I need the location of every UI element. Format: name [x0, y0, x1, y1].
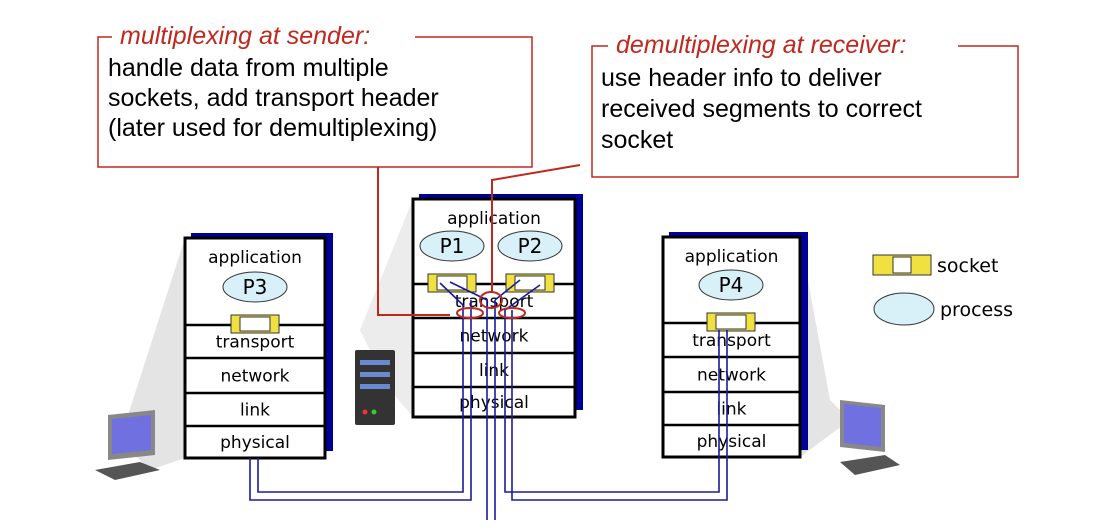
layer-network: network — [459, 327, 528, 347]
right-host-cone — [800, 237, 850, 457]
sender-callout-title: multiplexing at sender: — [120, 22, 370, 50]
process-ellipse — [497, 230, 563, 262]
sender-callout: multiplexing at sender: handle data from… — [97, 22, 533, 168]
layer-physical: physical — [459, 393, 529, 413]
layer-transport: transport — [216, 333, 295, 353]
legend-socket-label: socket — [937, 255, 998, 277]
left-protocol-stack: application transport network link physical P… — [183, 233, 333, 460]
process-label: P3 — [243, 275, 268, 299]
layer-link: link — [716, 400, 746, 420]
layer-network: network — [697, 366, 766, 386]
server-cone — [360, 199, 413, 417]
layer-network: network — [220, 367, 289, 387]
process-ellipse — [222, 271, 288, 303]
process-label: P4 — [719, 273, 744, 297]
left-computer-icon — [95, 410, 160, 480]
receiver-callout-title: demultiplexing at receiver: — [616, 31, 906, 59]
legend-socket-icon — [872, 254, 932, 276]
process-label: P1 — [440, 234, 465, 258]
receiver-callout: demultiplexing at receiver: use header i… — [591, 31, 1019, 178]
wires — [249, 279, 728, 520]
layer-link: link — [240, 401, 270, 421]
layer-physical: physical — [697, 432, 767, 452]
server-icon — [355, 350, 395, 425]
layer-transport: transport — [692, 331, 771, 351]
layer-physical: physical — [220, 433, 290, 453]
sender-line: (later used for demultiplexing) — [108, 114, 437, 142]
receiver-line: received segments to correct — [601, 95, 922, 123]
process-label: P2 — [518, 234, 543, 258]
process-ellipse — [698, 269, 764, 301]
process-ellipse — [419, 230, 485, 262]
layer-transport: transport — [455, 292, 534, 312]
legend-process-label: process — [940, 299, 1013, 321]
receiver-line: use header info to deliver — [601, 64, 882, 92]
right-protocol-stack: application transport network link physical P… — [661, 232, 808, 459]
receiver-line: socket — [601, 126, 673, 154]
legend-process-icon — [873, 292, 935, 326]
layer-application: application — [208, 248, 302, 268]
right-computer-icon — [840, 400, 900, 475]
layer-application: application — [685, 247, 779, 267]
sender-line: sockets, add transport header — [108, 84, 439, 112]
layer-application: application — [447, 209, 541, 229]
sender-line: handle data from multiple — [108, 54, 389, 82]
pointers — [377, 164, 581, 319]
legend: socket process — [872, 254, 1013, 326]
